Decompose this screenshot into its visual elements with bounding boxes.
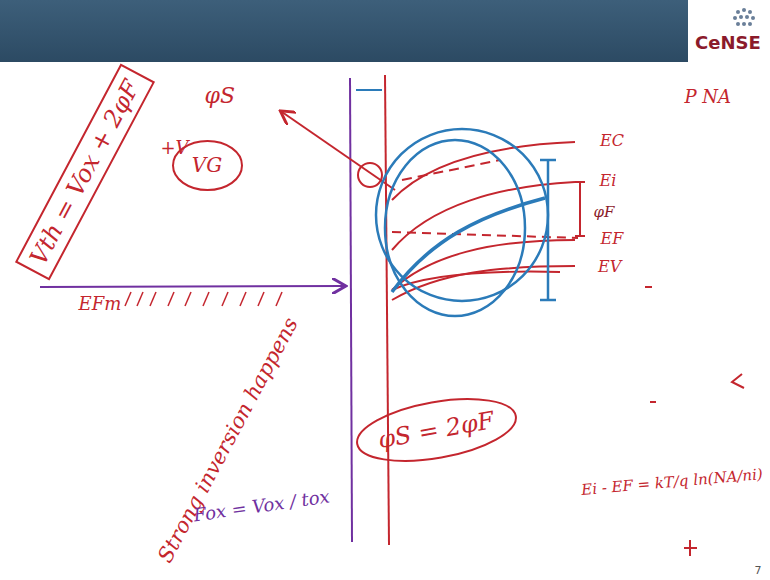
band-label: EF: [601, 229, 624, 248]
node-text: VG: [192, 153, 223, 177]
band-label-text: EC: [600, 131, 624, 150]
voltage-label-text: +V: [161, 137, 189, 158]
band-label: Ei: [600, 171, 617, 190]
page-number: 7: [755, 564, 762, 577]
band-label-text: φF: [594, 203, 615, 221]
surface-potential-label: φS: [205, 83, 235, 108]
surface-potential-circle: φS = 2φF: [350, 386, 523, 474]
band-label: φF: [594, 203, 615, 221]
fermi-equation-text: Ei - EF = kT/q ln(NA/ni): [581, 465, 764, 499]
metal-fermi-label: EFm: [79, 293, 122, 314]
note-text: Strong inversion happens: [153, 314, 303, 567]
voltage-label: +V: [161, 137, 189, 158]
fermi-equation: Ei - EF = kT/q ln(NA/ni): [581, 465, 764, 499]
band-label-text: EV: [598, 257, 621, 276]
band-label: EV: [598, 257, 621, 276]
surface-potential-label-text: φS: [205, 83, 235, 108]
threshold-equation-box: Vth = Vox + 2φF: [14, 63, 155, 281]
logo-text: CeNSE: [695, 32, 761, 53]
metal-fermi-label-text: EFm: [79, 293, 122, 314]
band-label: EC: [600, 131, 624, 150]
header-bar: [0, 0, 688, 62]
page-number-text: 7: [755, 564, 762, 577]
note-text-text: Strong inversion happens: [153, 314, 303, 567]
logo-text-text: CeNSE: [695, 32, 761, 53]
doping-label-text: P NA: [685, 86, 732, 107]
band-label-text: Ei: [600, 171, 617, 190]
doping-label: P NA: [685, 86, 732, 107]
node-text: Vth = Vox + 2φF: [24, 74, 145, 269]
band-label-text: EF: [601, 229, 624, 248]
